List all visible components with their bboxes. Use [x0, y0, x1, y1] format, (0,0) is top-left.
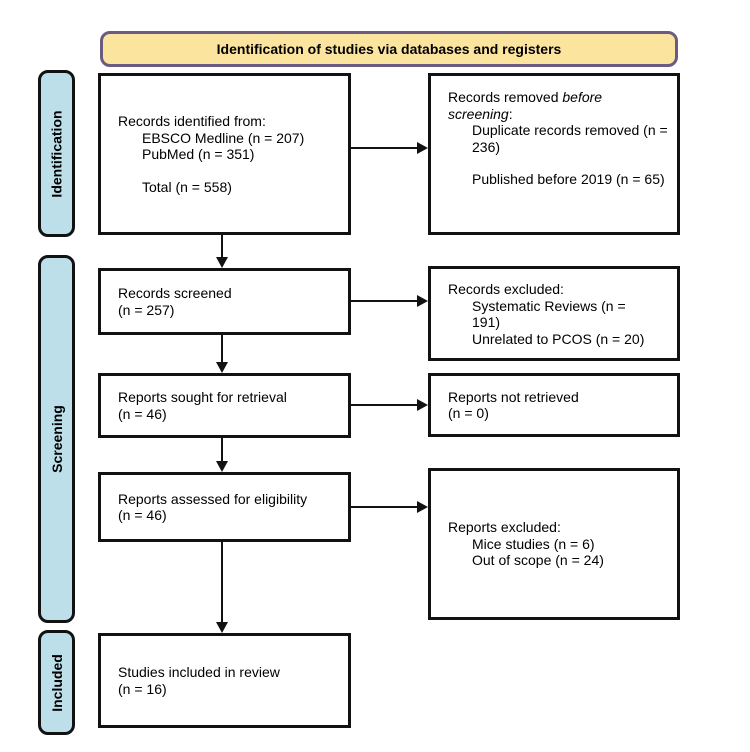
box-reports-not-retrieved: Reports not retrieved (n = 0)	[428, 373, 680, 437]
records-excluded-heading: Records excluded:	[448, 281, 564, 297]
reports-not-retrieved-count: (n = 0)	[448, 405, 489, 421]
box-records-removed: Records removed before screening: Duplic…	[428, 73, 680, 235]
reports-excluded-heading: Reports excluded:	[448, 519, 561, 536]
reports-excluded-item: Mice studies (n = 6)	[472, 535, 595, 552]
records-removed-heading-prefix: Records removed	[448, 89, 563, 105]
banner-label: Identification of studies via databases …	[216, 41, 562, 57]
reports-excluded-item: Out of scope (n = 24)	[472, 552, 604, 569]
records-removed-heading: Records removed before screening:	[448, 89, 669, 122]
box-reports-sought: Reports sought for retrieval (n = 46)	[98, 373, 351, 438]
records-excluded-item: Unrelated to PCOS (n = 20)	[472, 330, 645, 347]
box-records-identified: Records identified from: EBSCO Medline (…	[98, 73, 351, 235]
box-reports-assessed: Reports assessed for eligibility (n = 46…	[98, 472, 351, 542]
stage-included-label: Included	[48, 653, 65, 712]
reports-assessed-count: (n = 46)	[118, 507, 167, 523]
stage-identification: Identification	[38, 70, 75, 237]
reports-not-retrieved-line: Reports not retrieved	[448, 388, 579, 405]
reports-sought-line: Reports sought for retrieval	[118, 389, 287, 405]
reports-assessed-line: Reports assessed for eligibility	[118, 490, 308, 507]
records-screened-count: (n = 257)	[118, 301, 175, 318]
box-records-screened: Records screened (n = 257)	[98, 268, 351, 335]
banner-databases-registers: Identification of studies via databases …	[100, 31, 678, 67]
stage-included: Included	[38, 630, 75, 735]
stage-identification-label: Identification	[48, 109, 65, 198]
studies-included-count: (n = 16)	[118, 680, 167, 697]
records-removed-item: Duplicate records removed (n = 236)	[472, 122, 668, 155]
stage-screening-label: Screening	[48, 405, 65, 473]
records-removed-heading-suffix: :	[508, 105, 513, 122]
records-identified-item: EBSCO Medline (n = 207)	[142, 129, 305, 146]
records-removed-item: Published before 2019 (n = 65)	[472, 171, 665, 187]
records-identified-total: Total (n = 558)	[142, 178, 232, 195]
reports-sought-count: (n = 46)	[118, 405, 167, 422]
box-studies-included: Studies included in review (n = 16)	[98, 633, 351, 728]
records-removed-heading-italic: before screening	[448, 89, 603, 122]
studies-included-line: Studies included in review	[118, 664, 280, 680]
records-screened-line: Records screened	[118, 285, 232, 301]
records-identified-heading: Records identified from:	[118, 113, 266, 129]
records-identified-item: PubMed (n = 351)	[142, 146, 255, 162]
box-reports-excluded: Reports excluded: Mice studies (n = 6) O…	[428, 468, 680, 620]
box-records-excluded: Records excluded: Systematic Reviews (n …	[428, 266, 680, 361]
records-excluded-item: Systematic Reviews (n = 191)	[472, 297, 626, 331]
stage-screening: Screening	[38, 255, 75, 623]
